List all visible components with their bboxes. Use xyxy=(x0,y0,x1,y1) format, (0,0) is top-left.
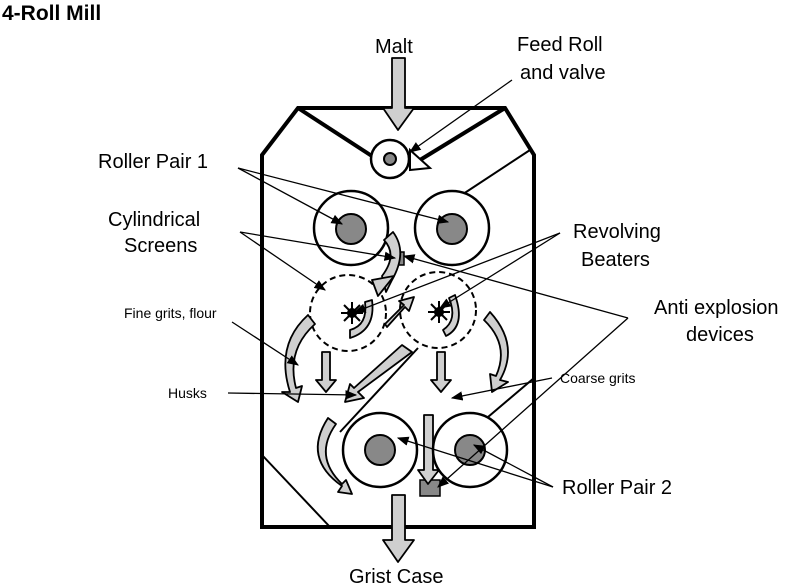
roller-pair-1 xyxy=(312,189,491,267)
label-coarse-grits: Coarse grits xyxy=(560,370,635,386)
flow-arrows xyxy=(281,231,509,563)
label-husks: Husks xyxy=(168,385,207,401)
label-cylindrical-2: Screens xyxy=(124,235,197,257)
leader-lines xyxy=(227,79,629,488)
malt-inlet-arrow xyxy=(382,57,415,131)
label-roller-pair-2: Roller Pair 2 xyxy=(562,477,672,499)
label-feed-roll-2: and valve xyxy=(520,62,606,84)
label-anti-explosion-1: Anti explosion xyxy=(654,297,779,319)
label-anti-explosion-2: devices xyxy=(686,324,754,346)
label-revolving-2: Beaters xyxy=(581,249,650,271)
diagram-title: 4-Roll Mill xyxy=(2,2,101,25)
feed-roll xyxy=(369,138,433,180)
label-malt: Malt xyxy=(375,36,413,58)
label-cylindrical-1: Cylindrical xyxy=(108,209,200,231)
roller-pair-2 xyxy=(341,411,509,489)
label-grist-case: Grist Case xyxy=(349,566,443,587)
label-feed-roll-1: Feed Roll xyxy=(517,34,603,56)
cylindrical-screens xyxy=(309,271,477,352)
label-revolving-1: Revolving xyxy=(573,221,661,243)
label-roller-pair-1: Roller Pair 1 xyxy=(98,151,208,173)
label-fine-grits: Fine grits, flour xyxy=(124,305,217,321)
